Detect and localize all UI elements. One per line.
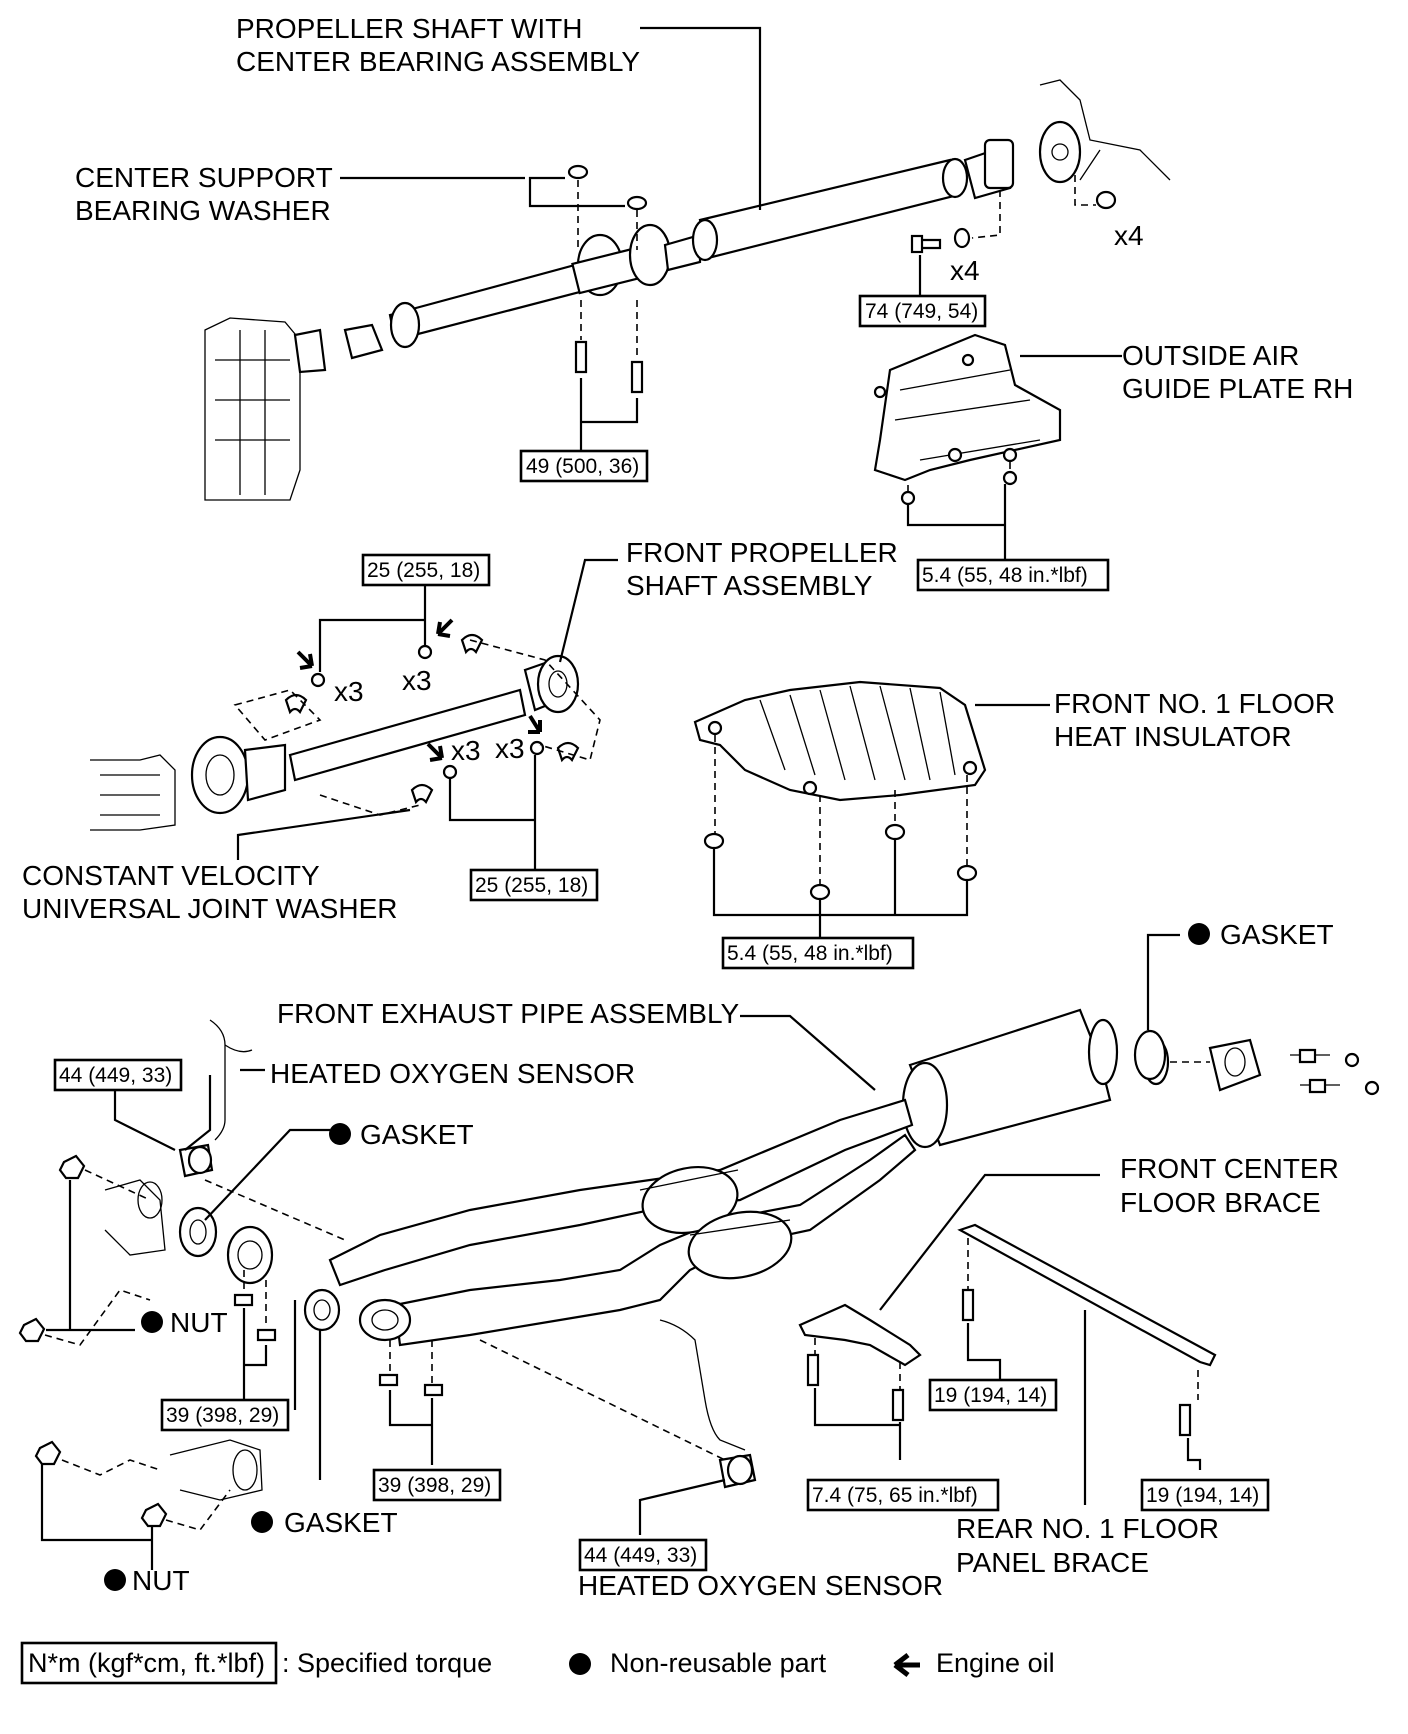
label-outside-air-line2: GUIDE PLATE RH <box>1122 373 1353 404</box>
multiplier-flange-nut: x4 <box>1114 220 1144 251</box>
nonreusable-dot-icon <box>141 1311 163 1333</box>
legend: N*m (kgf*cm, ft.*lbf) : Specified torque… <box>20 1641 1055 1685</box>
nonreusable-dot-icon <box>569 1653 591 1675</box>
label-gasket-right: GASKET <box>1220 919 1334 950</box>
multiplier-cv-a: x3 <box>334 676 364 707</box>
label-heated-o2-upper: HEATED OXYGEN SENSOR <box>270 1058 635 1089</box>
heat-insulator-drawing <box>693 680 1050 938</box>
multiplier-cv-d: x3 <box>495 733 525 764</box>
label-heated-o2-lower: HEATED OXYGEN SENSOR <box>578 1570 943 1601</box>
label-gasket-mid: GASKET <box>360 1119 474 1150</box>
label-center-washer-line1: CENTER SUPPORT <box>75 162 333 193</box>
label-gasket-lower: GASKET <box>284 1507 398 1538</box>
torque-specs: 74 (749, 54) 49 (500, 36) 5.4 (55, 48 in… <box>53 294 1270 1572</box>
label-outside-air-line1: OUTSIDE AIR <box>1122 340 1299 371</box>
part-labels: PROPELLER SHAFT WITH CENTER BEARING ASSE… <box>22 13 1353 1601</box>
torque-o2-upper: 44 (449, 33) <box>59 1064 172 1087</box>
label-nut-upper: NUT <box>170 1307 228 1338</box>
torque-pipe-mid: 39 (398, 29) <box>378 1474 491 1497</box>
label-nut-lower: NUT <box>132 1565 190 1596</box>
torque-cv-upper: 25 (255, 18) <box>367 559 480 582</box>
legend-torque-text: : Specified torque <box>282 1648 492 1678</box>
engine-oil-arrow-icon <box>893 1653 920 1677</box>
torque-pipe-left: 39 (398, 29) <box>166 1404 279 1427</box>
label-front-prop-line1: FRONT PROPELLER <box>626 537 898 568</box>
torque-rear-brace-left: 19 (194, 14) <box>934 1384 1047 1407</box>
label-front-center-brace-line1: FRONT CENTER <box>1120 1153 1339 1184</box>
nonreusable-dot-icon <box>251 1511 273 1533</box>
torque-cv-lower: 25 (255, 18) <box>475 874 588 897</box>
nonreusable-dot-icon <box>329 1123 351 1145</box>
multiplier-rear-bolt: x4 <box>950 255 980 286</box>
torque-center-bearing: 49 (500, 36) <box>526 455 639 478</box>
legend-torque-box: N*m (kgf*cm, ft.*lbf) <box>28 1648 265 1678</box>
label-rear-brace-line2: PANEL BRACE <box>956 1547 1149 1578</box>
label-front-exhaust: FRONT EXHAUST PIPE ASSEMBLY <box>277 998 739 1029</box>
torque-insulator: 5.4 (55, 48 in.*lbf) <box>727 942 893 965</box>
torque-rear-brace-right: 19 (194, 14) <box>1146 1484 1259 1507</box>
label-heat-insulator-line1: FRONT NO. 1 FLOOR <box>1054 688 1335 719</box>
outside-air-guide-plate-drawing <box>873 333 1122 560</box>
label-cv-washer-line1: CONSTANT VELOCITY <box>22 860 320 891</box>
multiplier-cv-b: x3 <box>402 665 432 696</box>
label-heat-insulator-line2: HEAT INSULATOR <box>1054 721 1292 752</box>
legend-engine-oil-text: Engine oil <box>936 1648 1055 1678</box>
label-front-prop-line2: SHAFT ASSEMBLY <box>626 570 873 601</box>
propeller-shaft-drawing <box>204 26 1171 501</box>
label-cv-washer-line2: UNIVERSAL JOINT WASHER <box>22 893 397 924</box>
label-propeller-shaft-line2: CENTER BEARING ASSEMBLY <box>236 46 640 77</box>
exhaust-drawing <box>18 933 1380 1570</box>
label-rear-brace-line1: REAR NO. 1 FLOOR <box>956 1513 1219 1544</box>
nonreusable-dot-icon <box>1188 923 1210 945</box>
torque-o2-lower: 44 (449, 33) <box>584 1544 697 1567</box>
label-front-center-brace-line2: FLOOR BRACE <box>1120 1187 1321 1218</box>
torque-front-brace: 7.4 (75, 65 in.*lbf) <box>812 1484 978 1507</box>
multiplier-cv-c: x3 <box>451 735 481 766</box>
torque-air-guide: 5.4 (55, 48 in.*lbf) <box>922 564 1088 587</box>
torque-flange-bolt: 74 (749, 54) <box>865 300 978 323</box>
front-propeller-shaft-drawing <box>90 558 618 870</box>
label-propeller-shaft-line1: PROPELLER SHAFT WITH <box>236 13 582 44</box>
nonreusable-dot-icon <box>104 1569 126 1591</box>
label-center-washer-line2: BEARING WASHER <box>75 195 331 226</box>
legend-nonreusable-text: Non-reusable part <box>610 1648 827 1678</box>
